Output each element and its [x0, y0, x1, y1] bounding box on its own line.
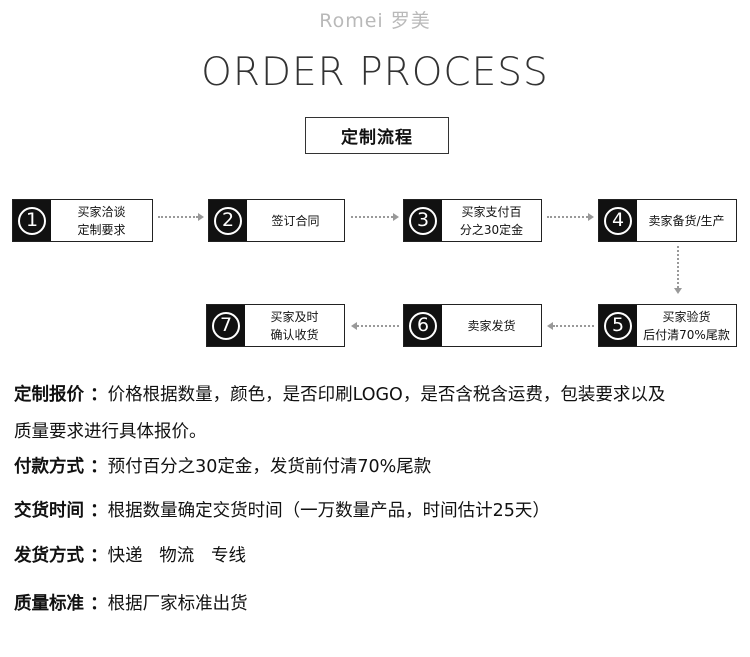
info-key: 定制报价 ： [14, 385, 108, 405]
flow-arrow-down [673, 246, 683, 294]
step-label-line1: 买家及时 [270, 309, 319, 324]
info-shipping: 发货方式 ：快递 物流 专线 [14, 538, 744, 574]
info-value: 价格根据数量，颜色，是否印刷LOGO，是否含税含运费，包装要求以及 [107, 385, 666, 405]
info-custom-quote: 定制报价 ：价格根据数量，颜色，是否印刷LOGO，是否含税含运费，包装要求以及 [14, 377, 744, 413]
info-custom-quote-cont: 质量要求进行具体报价。 [14, 414, 744, 450]
step-label-line2: 定制要求 [77, 222, 126, 237]
flow-arrow [547, 321, 594, 331]
info-value: 快递 物流 专线 [107, 546, 246, 566]
flow-arrow [158, 212, 204, 222]
step-4: 4 卖家备货/生产 [598, 199, 737, 242]
step-number-badge: 7 [207, 305, 245, 346]
step-label: 买家支付百分之30定金 [442, 200, 541, 241]
step-label-line1: 买家支付百 [461, 204, 522, 219]
info-value: 质量要求进行具体报价。 [14, 422, 207, 442]
step-6: 6 卖家发货 [403, 304, 542, 347]
brand-name: Romei 罗美 [319, 10, 431, 32]
step-2: 2 签订合同 [208, 199, 345, 242]
step-number: 5 [604, 311, 632, 340]
flow-arrow [351, 212, 399, 222]
step-label-line1: 签订合同 [271, 213, 320, 228]
info-key: 付款方式 ： [14, 457, 108, 477]
step-number-badge: 6 [404, 305, 442, 346]
flow-arrow [351, 321, 399, 331]
step-number-badge: 3 [404, 200, 442, 241]
info-key: 质量标准 ： [14, 594, 108, 614]
section-subtitle: 定制流程 [305, 117, 449, 154]
info-quality: 质量标准 ：根据厂家标准出货 [14, 586, 744, 622]
step-3: 3 买家支付百分之30定金 [403, 199, 542, 242]
step-label: 签订合同 [247, 200, 344, 241]
step-label-line1: 买家洽谈 [77, 204, 126, 219]
info-value: 预付百分之30定金，发货前付清70%尾款 [107, 457, 432, 477]
page-title: ORDER PROCESS [201, 50, 549, 95]
step-5: 5 买家验货后付清70%尾款 [598, 304, 737, 347]
step-number-badge: 1 [13, 200, 51, 241]
step-number-badge: 5 [599, 305, 637, 346]
step-label: 买家及时确认收货 [245, 305, 344, 346]
step-number: 6 [409, 311, 437, 340]
info-value: 根据数量确定交货时间（一万数量产品，时间估计25天） [107, 501, 550, 521]
step-7: 7 买家及时确认收货 [206, 304, 345, 347]
step-label: 卖家发货 [442, 305, 541, 346]
step-number-badge: 2 [209, 200, 247, 241]
info-key: 交货时间 ： [14, 501, 108, 521]
step-number: 7 [212, 311, 240, 340]
step-label: 买家验货后付清70%尾款 [637, 305, 736, 346]
step-number: 2 [214, 206, 242, 235]
step-label-line2: 分之30定金 [459, 222, 524, 237]
info-value: 根据厂家标准出货 [107, 594, 248, 614]
step-label-line2: 确认收货 [270, 327, 319, 342]
step-number: 1 [18, 206, 46, 235]
step-label-line1: 买家验货 [662, 309, 711, 324]
step-1: 1 买家洽谈定制要求 [12, 199, 153, 242]
step-label-line1: 卖家发货 [467, 318, 516, 333]
step-label-line1: 卖家备货/生产 [648, 213, 725, 228]
flow-arrow [547, 212, 594, 222]
step-number: 3 [409, 206, 437, 235]
info-delivery-time: 交货时间 ：根据数量确定交货时间（一万数量产品，时间估计25天） [14, 493, 744, 529]
step-number-badge: 4 [599, 200, 637, 241]
step-number: 4 [604, 206, 632, 235]
step-label: 买家洽谈定制要求 [51, 200, 152, 241]
info-key: 发货方式 ： [14, 546, 108, 566]
info-payment: 付款方式 ：预付百分之30定金，发货前付清70%尾款 [14, 449, 744, 485]
step-label: 卖家备货/生产 [637, 200, 736, 241]
step-label-line2: 后付清70%尾款 [643, 327, 730, 342]
